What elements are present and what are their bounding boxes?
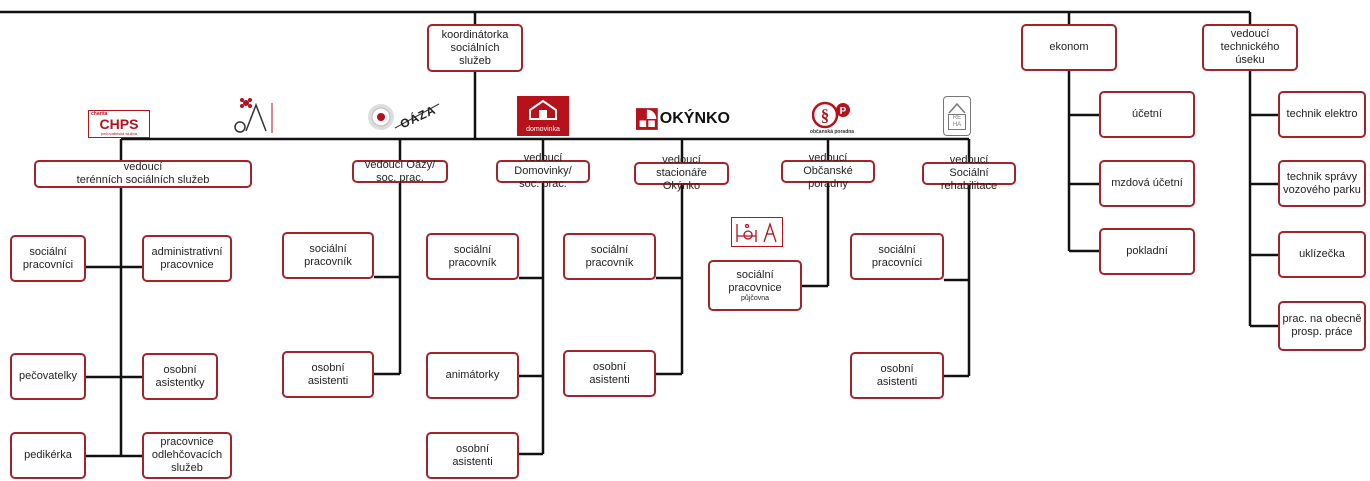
teren-administrativni-pracovnice-box: administrativní pracovnice bbox=[142, 235, 232, 282]
domovinka-animatorky-box: animátorky bbox=[426, 352, 519, 399]
mzdova-ucetni-box: mzdová účetní bbox=[1099, 160, 1195, 207]
technik-elektro-box: technik elektro bbox=[1278, 91, 1366, 138]
okynko-logo-text: OKÝNKO bbox=[659, 110, 730, 127]
pujcovna-label: půjčovna bbox=[740, 294, 770, 302]
vedouci-okynko-box: vedoucí stacionáře Okýnko bbox=[634, 154, 729, 192]
wheelchair-bed-icon bbox=[736, 221, 777, 243]
svg-text:P: P bbox=[840, 106, 847, 117]
chps-logo-main: CHPS bbox=[99, 116, 139, 132]
pokladni-box: pokladní bbox=[1099, 228, 1195, 275]
reha-logo: RE HA bbox=[943, 96, 971, 136]
vedouci-oazy-box: vedoucí Oázy/ soc. prac. bbox=[352, 159, 448, 184]
teren-pecovatelky-box: pečovatelky bbox=[10, 353, 86, 400]
teren-odlehcovaci-sluzby-box: pracovnice odlehčovacích služeb bbox=[142, 432, 232, 479]
vedouci-domovinky-box: vedoucí Domovinky/ soc. prac. bbox=[496, 152, 590, 190]
domovinka-logo-text: domovinka bbox=[526, 126, 560, 133]
reha-roof-icon bbox=[948, 102, 966, 114]
teren-socialni-pracovnici-box: sociální pracovníci bbox=[10, 235, 86, 282]
teren-pedikerka-box: pedikérka bbox=[10, 432, 86, 479]
uklizecka-box: uklízečka bbox=[1278, 231, 1366, 278]
obcanska-poradna-logo: § P občanská poradna bbox=[806, 99, 858, 137]
charita-cross-icon bbox=[234, 98, 273, 133]
domovinka-logo: domovinka bbox=[517, 96, 569, 136]
ekonom-box: ekonom bbox=[1021, 24, 1117, 71]
okynko-logo: OKÝNKO bbox=[636, 104, 730, 134]
koordinatorka-box: koordinátorka sociálních služeb bbox=[427, 24, 523, 72]
window-icon bbox=[636, 108, 658, 130]
domovinka-osobni-asistenti-box: osobní asistenti bbox=[426, 432, 519, 479]
obcanska-poradna-logo-text: občanská poradna bbox=[809, 129, 855, 135]
domovinka-socialni-pracovnik-box: sociální pracovník bbox=[426, 233, 519, 280]
chps-logo-top: charita bbox=[91, 111, 108, 117]
technik-spravy-vozoveho-parku-box: technik správy vozového parku bbox=[1278, 160, 1366, 207]
obcanska-socialni-pracovnice-label: sociální pracovnice bbox=[728, 268, 782, 294]
charita-odlehcovaci-logo bbox=[232, 95, 287, 137]
house-icon bbox=[529, 100, 557, 120]
paragraph-icon: § P bbox=[812, 101, 850, 129]
oaza-target-icon bbox=[368, 103, 440, 130]
pujcovna-pomucek-logo bbox=[731, 217, 783, 247]
ucetni-box: účetní bbox=[1099, 91, 1195, 138]
rehabilitace-osobni-asistenti-box: osobní asistenti bbox=[850, 352, 944, 399]
rehabilitace-socialni-pracovnici-box: sociální pracovníci bbox=[850, 233, 944, 280]
vedouci-socialni-rehabilitace-box: vedoucí Sociální rehabilitace bbox=[922, 154, 1016, 192]
oaza-logo: OÁZA bbox=[365, 98, 441, 136]
chps-logo-sub: pečovatelská služba bbox=[100, 131, 138, 136]
svg-text:§: § bbox=[821, 106, 830, 125]
prac-na-obecne-prosp-prace-box: prac. na obecně prosp. práce bbox=[1278, 301, 1366, 351]
teren-osobni-asistentky-box: osobní asistentky bbox=[142, 353, 218, 400]
oaza-socialni-pracovnik-box: sociální pracovník bbox=[282, 232, 374, 279]
vedouci-technickeho-useku-box: vedoucí technického úseku bbox=[1202, 24, 1298, 71]
reha-logo-text: RE HA bbox=[948, 114, 966, 130]
vedouci-obcanske-poradny-box: vedoucí Občanské poradny bbox=[781, 152, 875, 190]
okynko-osobni-asistenti-box: osobní asistenti bbox=[563, 350, 656, 397]
oaza-osobni-asistenti-box: osobní asistenti bbox=[282, 351, 374, 398]
okynko-socialni-pracovnik-box: sociální pracovník bbox=[563, 233, 656, 280]
chps-logo: charita CHPS pečovatelská služba bbox=[88, 110, 150, 138]
obcanska-socialni-pracovnice-box: sociální pracovnice půjčovna bbox=[708, 260, 802, 311]
vedouci-terennich-sluzeb-box: vedoucí terénních sociálních služeb bbox=[34, 160, 252, 188]
